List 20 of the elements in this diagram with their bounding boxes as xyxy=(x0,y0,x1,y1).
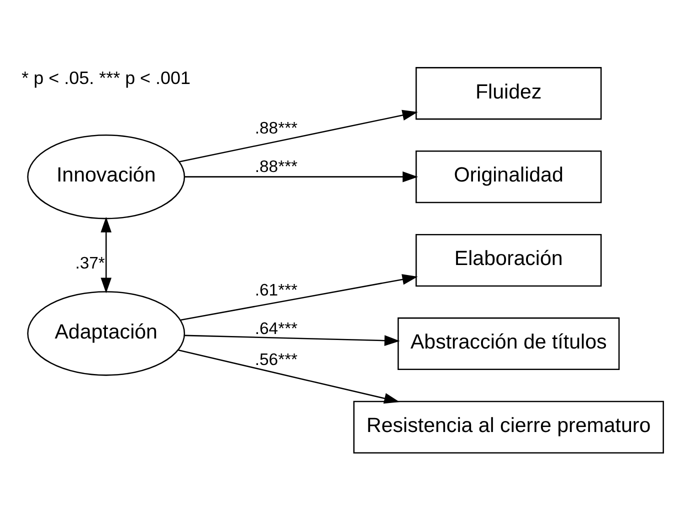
edge-label: .37* xyxy=(75,252,105,272)
arrow xyxy=(184,334,400,346)
node-box: Abstracción de títulos xyxy=(398,316,620,370)
arrow xyxy=(178,348,400,404)
edge-label: .88*** xyxy=(254,118,298,138)
edge-label: .64*** xyxy=(254,318,298,338)
edge-label: .56*** xyxy=(254,349,298,368)
label: * p < .05. *** p < .001 xyxy=(22,67,191,88)
node-ellipse: Adaptación xyxy=(27,290,186,376)
node-ellipse: Innovación xyxy=(27,134,186,219)
node-box: Originalidad xyxy=(416,150,602,203)
arrow xyxy=(100,216,112,293)
arrow xyxy=(180,274,418,320)
edge-label: .88*** xyxy=(254,156,298,176)
edge-label: .61*** xyxy=(254,280,298,299)
arrow xyxy=(184,170,418,182)
node-box: Elaboración xyxy=(416,233,602,286)
node-box: Resistencia al cierre prematuro xyxy=(353,400,664,453)
node-box: Fluidez xyxy=(416,66,602,120)
arrow xyxy=(179,109,418,162)
